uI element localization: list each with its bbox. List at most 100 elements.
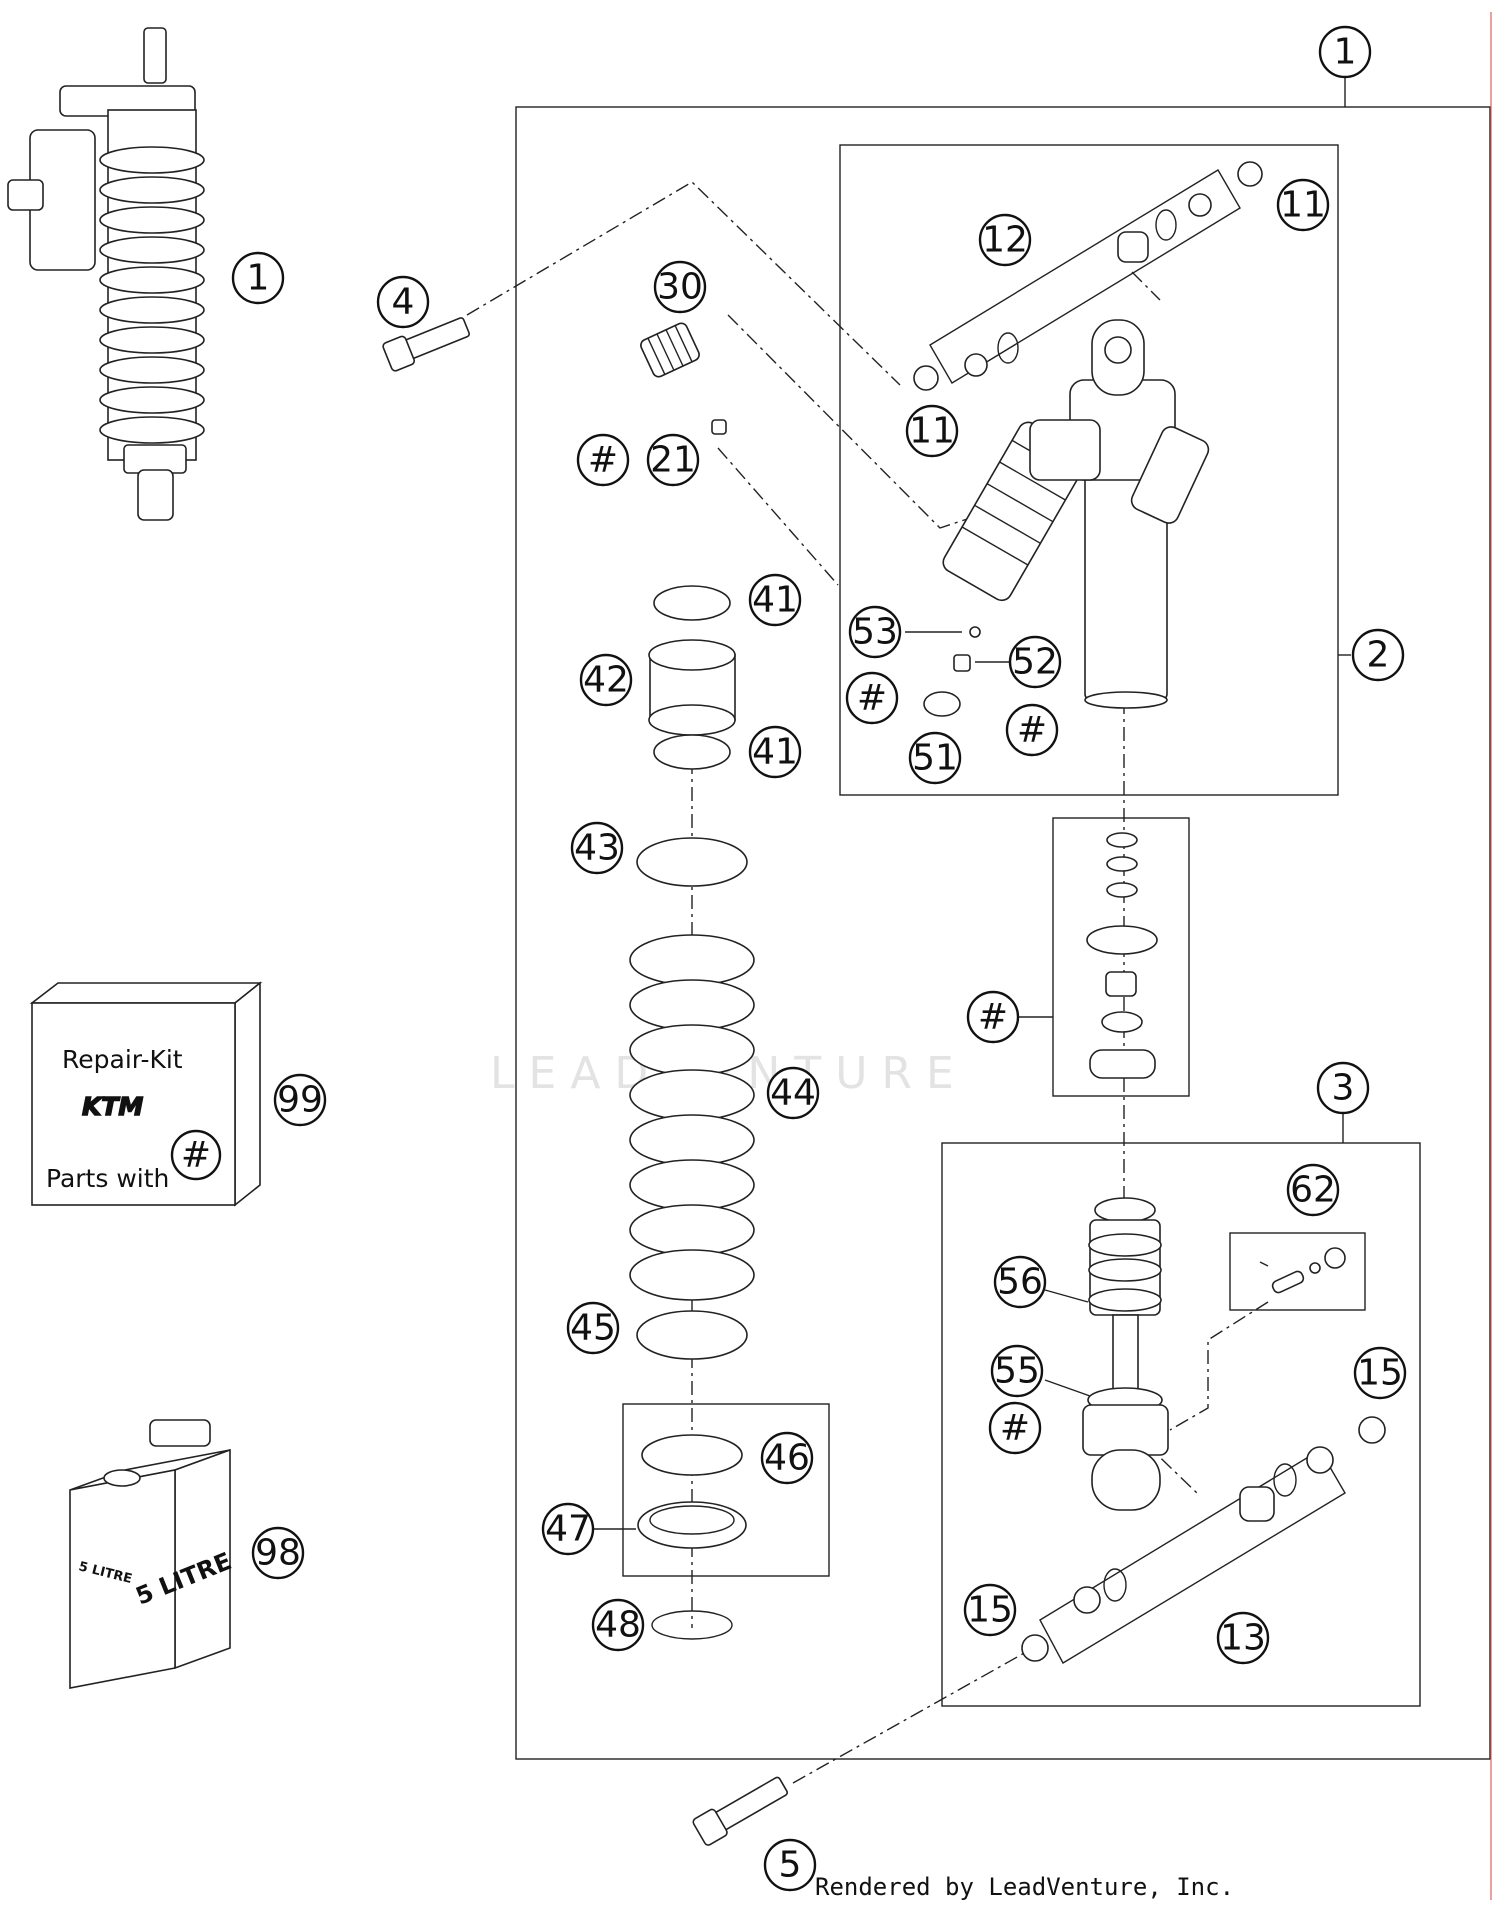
callout-44: 44 [766, 1066, 820, 1120]
ring-41-top [653, 585, 731, 621]
callout-99: 99 [273, 1073, 327, 1127]
callout-41-b: 41 [748, 725, 802, 779]
callout-11-b: 11 [905, 404, 959, 458]
svg-text:45: 45 [570, 1308, 616, 1349]
svg-text:53: 53 [852, 612, 898, 653]
assembly-line-bolt-4 [466, 181, 901, 386]
piston-56 [1088, 1197, 1162, 1316]
reservoir-valve-parts [905, 626, 1012, 717]
bolt-5 [692, 1776, 789, 1846]
arrow-56 [1044, 1289, 1089, 1303]
spring-seat-45 [636, 1310, 748, 1360]
callout-3: 3 [1316, 1061, 1370, 1115]
assembly-line-bolt-5 [792, 1646, 1036, 1784]
svg-text:3: 3 [1332, 1068, 1355, 1109]
callout-hash-kit: # [170, 1129, 222, 1181]
callout-42: 42 [579, 653, 633, 707]
callout-21: 21 [646, 433, 700, 487]
coil-spring-44 [629, 934, 755, 1301]
svg-text:11: 11 [909, 411, 955, 452]
svg-text:1: 1 [247, 258, 270, 299]
callout-hash-seal: # [966, 990, 1020, 1044]
svg-text:#: # [978, 997, 1008, 1038]
svg-text:4: 4 [392, 282, 415, 323]
upper-bushing-11-left [913, 365, 939, 391]
spring-stack [629, 585, 755, 1640]
callout-55: 55 [990, 1344, 1044, 1398]
svg-text:11: 11 [1280, 185, 1326, 226]
spring-seat-frame [622, 1403, 830, 1577]
callout-30: 30 [653, 260, 707, 314]
svg-text:46: 46 [764, 1438, 810, 1479]
valve-kit-62-frame [1229, 1232, 1366, 1311]
oring-53 [969, 626, 981, 638]
callout-52: 52 [1008, 635, 1062, 689]
oil-can-handle [149, 1419, 211, 1447]
oil-can-5-litre: 5 LITRE 5 LITRE [69, 1419, 235, 1689]
adjuster-30 [640, 322, 700, 378]
lower-bushing-15-left [1021, 1634, 1049, 1662]
ring-41-bottom [653, 734, 731, 770]
svg-text:2: 2 [1367, 635, 1390, 676]
svg-text:12: 12 [982, 220, 1028, 261]
complete-shock-spring [99, 146, 205, 444]
assembly-line-screw-21 [717, 447, 839, 586]
svg-text:55: 55 [994, 1351, 1040, 1392]
callout-13: 13 [1216, 1611, 1270, 1665]
valve-62-parts [1259, 1247, 1346, 1294]
svg-text:43: 43 [574, 828, 620, 869]
svg-text:5: 5 [779, 1845, 802, 1886]
spring-seat-43 [636, 837, 748, 887]
svg-text:52: 52 [1012, 642, 1058, 683]
repair-kit-brand: KTM [82, 1092, 143, 1121]
callout-41-a: 41 [748, 573, 802, 627]
callout-hash-55: # [988, 1401, 1042, 1455]
svg-text:41: 41 [752, 580, 798, 621]
callout-51: 51 [908, 731, 962, 785]
callout-1-left: 1 [231, 251, 285, 305]
callout-47: 47 [541, 1502, 595, 1556]
spring-collar-42 [648, 639, 736, 736]
lower-bushing-15-right [1358, 1416, 1386, 1444]
svg-text:44: 44 [770, 1073, 816, 1114]
callout-45: 45 [566, 1301, 620, 1355]
circlip-48 [651, 1610, 733, 1640]
svg-text:98: 98 [255, 1533, 301, 1574]
callout-15-a: 15 [1353, 1346, 1407, 1400]
ring-46 [641, 1434, 743, 1476]
svg-text:15: 15 [967, 1590, 1013, 1631]
svg-text:48: 48 [595, 1605, 641, 1646]
spring-retainer-47 [637, 1501, 747, 1549]
svg-text:21: 21 [650, 440, 696, 481]
svg-text:41: 41 [752, 732, 798, 773]
svg-text:42: 42 [583, 660, 629, 701]
complete-shock-illustration [7, 27, 205, 521]
svg-text:56: 56 [997, 1262, 1043, 1303]
callout-53: 53 [848, 605, 902, 659]
callout-1-top: 1 [1318, 25, 1372, 79]
seal-kit-parts [1086, 832, 1158, 1079]
repair-kit-box: Repair-Kit KTM Parts with [29, 981, 263, 1207]
callout-12: 12 [978, 213, 1032, 267]
upper-bushing-group [913, 161, 1263, 391]
rod-end-55 [1082, 1387, 1169, 1511]
footer-credit: Rendered by LeadVenture, Inc. [815, 1873, 1234, 1901]
shock-cylinder-body [942, 319, 1210, 709]
seal-kit-frame [1052, 817, 1190, 1097]
callout-48: 48 [591, 1598, 645, 1652]
svg-text:51: 51 [912, 738, 958, 779]
callout-56: 56 [993, 1255, 1047, 1309]
svg-text:47: 47 [545, 1509, 591, 1550]
callout-46: 46 [760, 1431, 814, 1485]
svg-text:#: # [181, 1135, 211, 1176]
repair-kit-caption: Parts with [46, 1164, 169, 1193]
assembly-line-valve-62 [1169, 1301, 1269, 1431]
reservoir-connector [1029, 419, 1101, 481]
piston-rod [1112, 1314, 1139, 1391]
repair-kit-title: Repair-Kit [62, 1045, 183, 1074]
cylinder-group-frame [839, 144, 1339, 796]
frame-group [515, 12, 1492, 1900]
svg-text:#: # [1017, 710, 1047, 751]
damper-rod-parts [1021, 1197, 1386, 1664]
